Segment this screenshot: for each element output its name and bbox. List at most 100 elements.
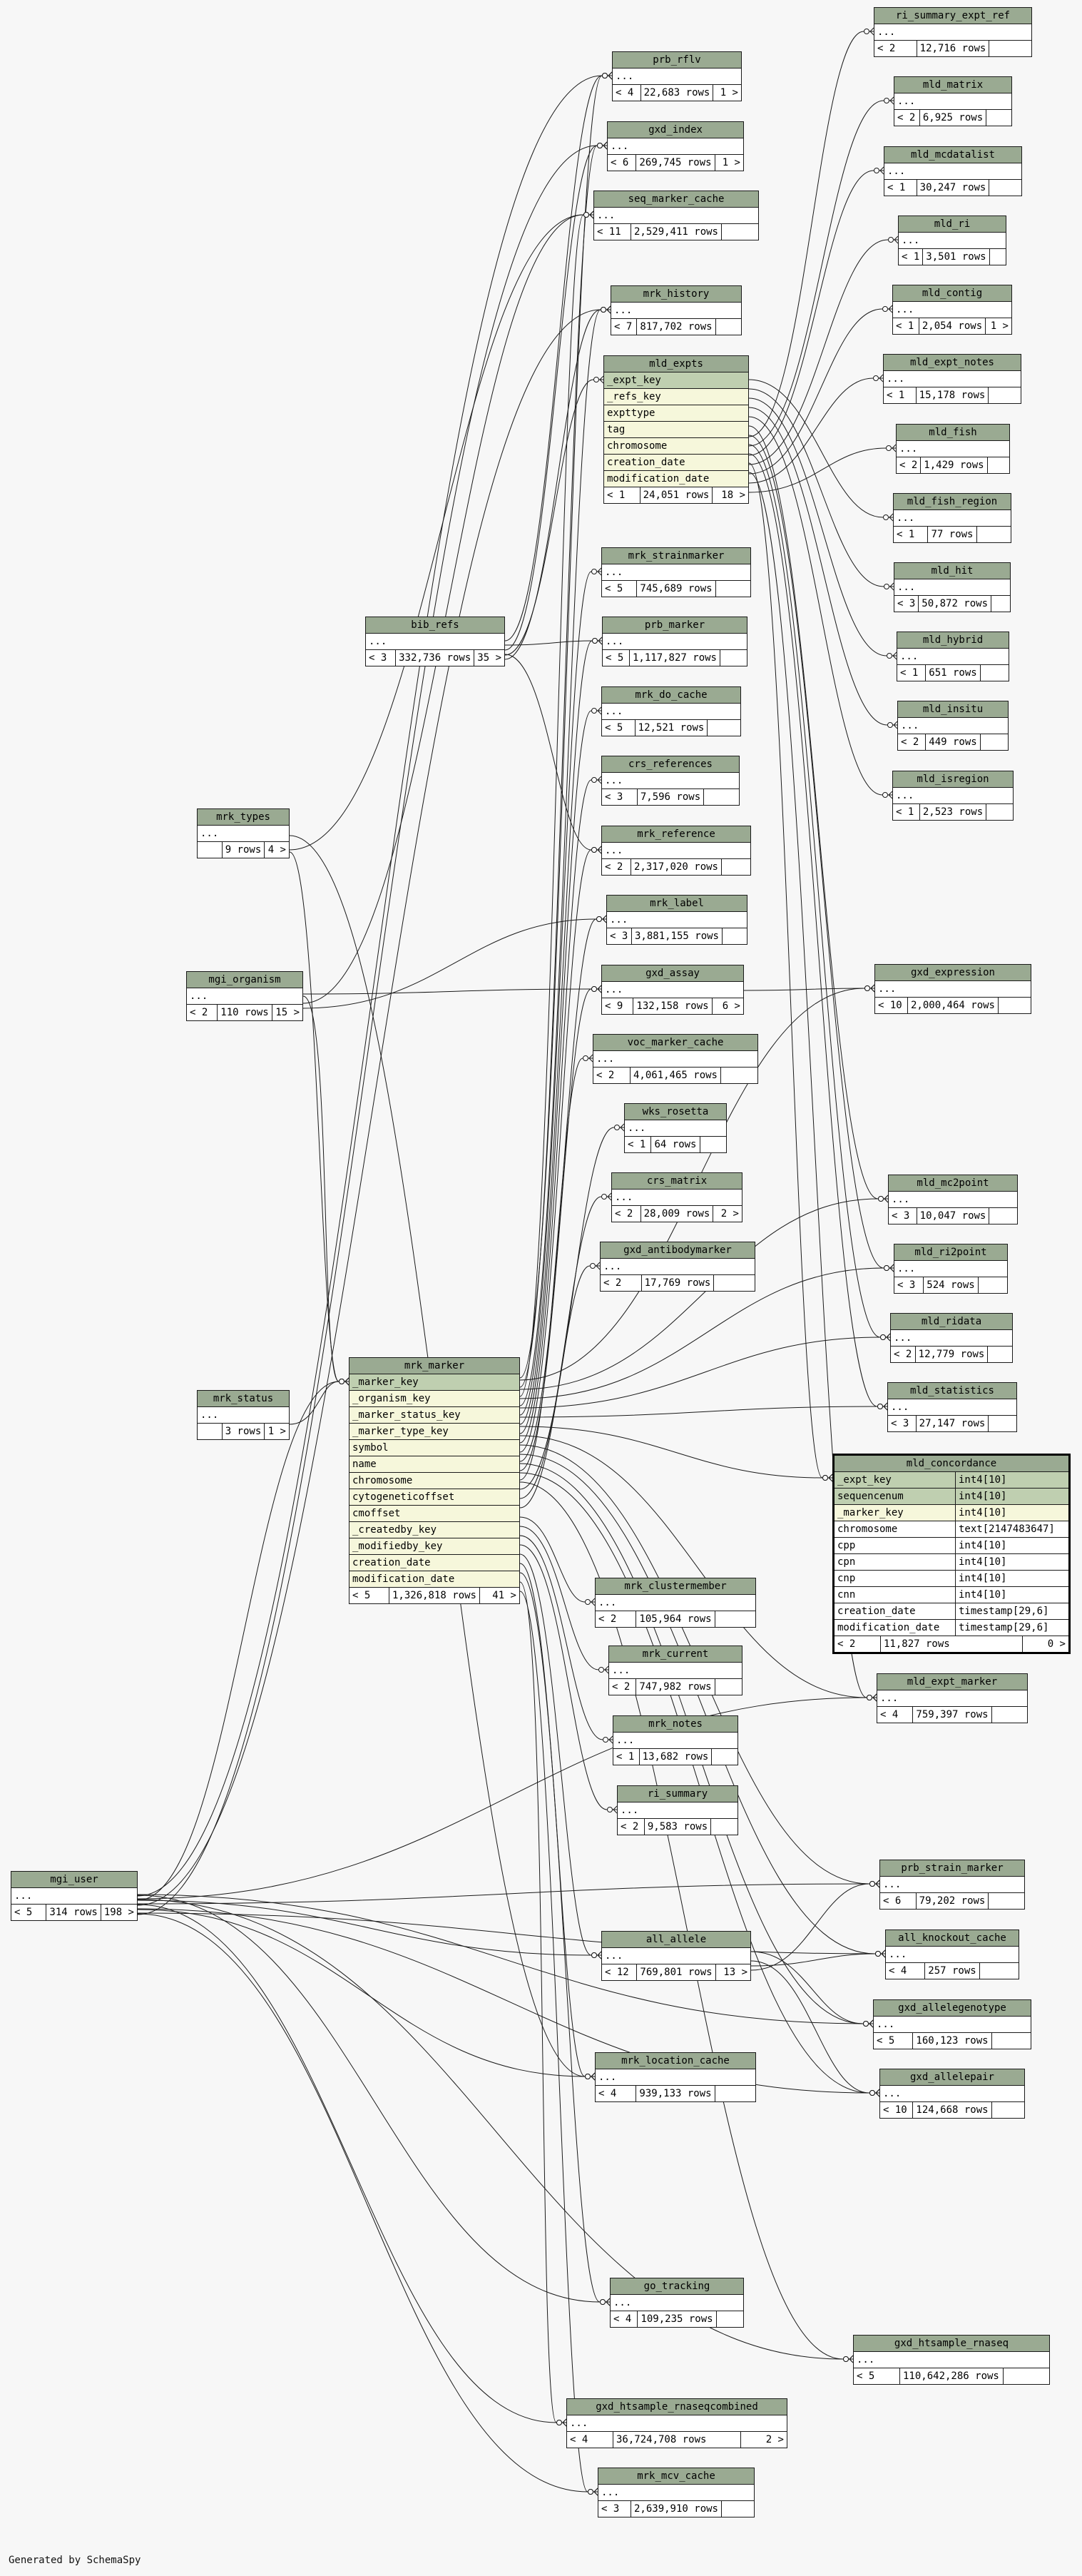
parents-count[interactable]: < 3 — [888, 1416, 917, 1431]
column-row[interactable]: ... — [608, 138, 743, 155]
column-row[interactable]: ... — [618, 1802, 738, 1819]
table-name[interactable]: mld_expt_marker — [877, 1674, 1027, 1690]
parents-count[interactable]: < 1 — [884, 387, 917, 403]
parents-count[interactable]: < 1 — [899, 249, 924, 265]
column-row[interactable]: ... — [602, 1948, 750, 1964]
parents-count[interactable]: < 10 — [880, 2102, 914, 2118]
children-count[interactable] — [722, 2501, 754, 2517]
column-row[interactable]: ... — [897, 441, 1009, 457]
table-name[interactable]: mrk_mcv_cache — [598, 2468, 754, 2485]
column-row[interactable]: ... — [613, 69, 741, 85]
parents-count[interactable]: < 6 — [608, 155, 637, 171]
parents-count[interactable]: < 4 — [611, 2311, 638, 2327]
parents-count[interactable]: < 2 — [609, 1679, 637, 1695]
parents-count[interactable]: < 1 — [893, 804, 920, 820]
column-row[interactable]: creation_date — [604, 455, 748, 471]
table-name[interactable]: all_allele — [602, 1932, 750, 1948]
table-name[interactable]: gxd_expression — [875, 965, 1031, 981]
column-row[interactable]: ... — [891, 1330, 1012, 1347]
children-count[interactable] — [988, 1347, 1012, 1362]
table-name[interactable]: ri_summary — [618, 1786, 738, 1802]
column-row[interactable]: ... — [596, 1595, 755, 1611]
table-name[interactable]: mrk_strainmarker — [602, 548, 750, 564]
table-name[interactable]: prb_rflv — [613, 52, 741, 69]
table-name[interactable]: gxd_antibodymarker — [601, 1242, 755, 1259]
children-count[interactable]: 2 > — [720, 1208, 739, 1219]
column-row[interactable]: ... — [602, 843, 750, 859]
column-row[interactable]: ... — [603, 634, 747, 650]
children-count[interactable]: 41 > — [492, 1590, 516, 1601]
parents-count[interactable]: < 4 — [613, 85, 641, 101]
children-count[interactable] — [980, 1963, 1019, 1979]
table-name[interactable]: prb_strain_marker — [880, 1860, 1024, 1877]
column-row[interactable]: ... — [187, 988, 302, 1005]
parents-count[interactable]: < 6 — [880, 1893, 917, 1909]
children-count[interactable] — [715, 2086, 755, 2101]
column-row[interactable]: _expt_key — [604, 372, 748, 389]
children-count[interactable] — [717, 2311, 743, 2327]
table-name[interactable]: mld_hit — [894, 563, 1010, 579]
table-name[interactable]: all_knockout_cache — [886, 1930, 1019, 1947]
column-row[interactable]: ... — [598, 2485, 754, 2501]
table-name[interactable]: mld_expt_notes — [884, 355, 1021, 371]
table-name[interactable]: mrk_history — [611, 286, 741, 303]
table-name[interactable]: mgi_organism — [187, 972, 302, 988]
table-name[interactable]: go_tracking — [611, 2278, 743, 2295]
parents-count[interactable]: < 2 — [602, 859, 631, 875]
parents-count[interactable]: < 9 — [602, 998, 634, 1014]
table-name[interactable]: mrk_reference — [602, 826, 750, 843]
column-row[interactable]: _marker_status_key — [349, 1407, 519, 1424]
parents-count[interactable]: < 2 — [612, 1206, 641, 1222]
column-row[interactable]: chromosome — [349, 1473, 519, 1489]
table-name[interactable]: crs_references — [602, 756, 739, 773]
column-row[interactable]: ... — [593, 1051, 757, 1068]
children-count[interactable]: 13 > — [723, 1967, 747, 1978]
table-name[interactable]: mld_hybrid — [897, 632, 1009, 649]
column-row[interactable]: ... — [899, 233, 1006, 249]
children-count[interactable] — [989, 1416, 1016, 1431]
children-count[interactable]: 1 > — [720, 87, 738, 98]
column-row[interactable]: ... — [602, 773, 739, 789]
children-count[interactable] — [992, 2033, 1031, 2049]
column-row[interactable]: ... — [894, 510, 1011, 527]
column-row[interactable]: ... — [880, 2086, 1024, 2102]
parents-count[interactable] — [198, 1424, 223, 1439]
children-count[interactable] — [721, 1068, 757, 1083]
children-count[interactable] — [991, 596, 1010, 612]
children-count[interactable] — [989, 1208, 1017, 1224]
children-count[interactable] — [723, 928, 747, 944]
children-count[interactable] — [715, 1611, 755, 1627]
children-count[interactable] — [989, 1893, 1024, 1909]
column-row[interactable]: ... — [11, 1888, 137, 1905]
column-row[interactable]: ... — [854, 2352, 1049, 2368]
parents-count[interactable]: < 5 — [603, 650, 630, 666]
parents-count[interactable] — [198, 842, 223, 858]
column-row[interactable]: name — [349, 1456, 519, 1473]
table-name[interactable]: mrk_status — [198, 1391, 289, 1407]
column-row[interactable]: cytogeneticoffset — [349, 1489, 519, 1506]
column-row[interactable]: ... — [613, 1733, 738, 1749]
children-count[interactable]: 15 > — [275, 1007, 300, 1018]
column-row[interactable]: ... — [898, 718, 1008, 734]
table-name[interactable]: mrk_current — [609, 1646, 742, 1663]
children-count[interactable] — [989, 41, 1031, 56]
